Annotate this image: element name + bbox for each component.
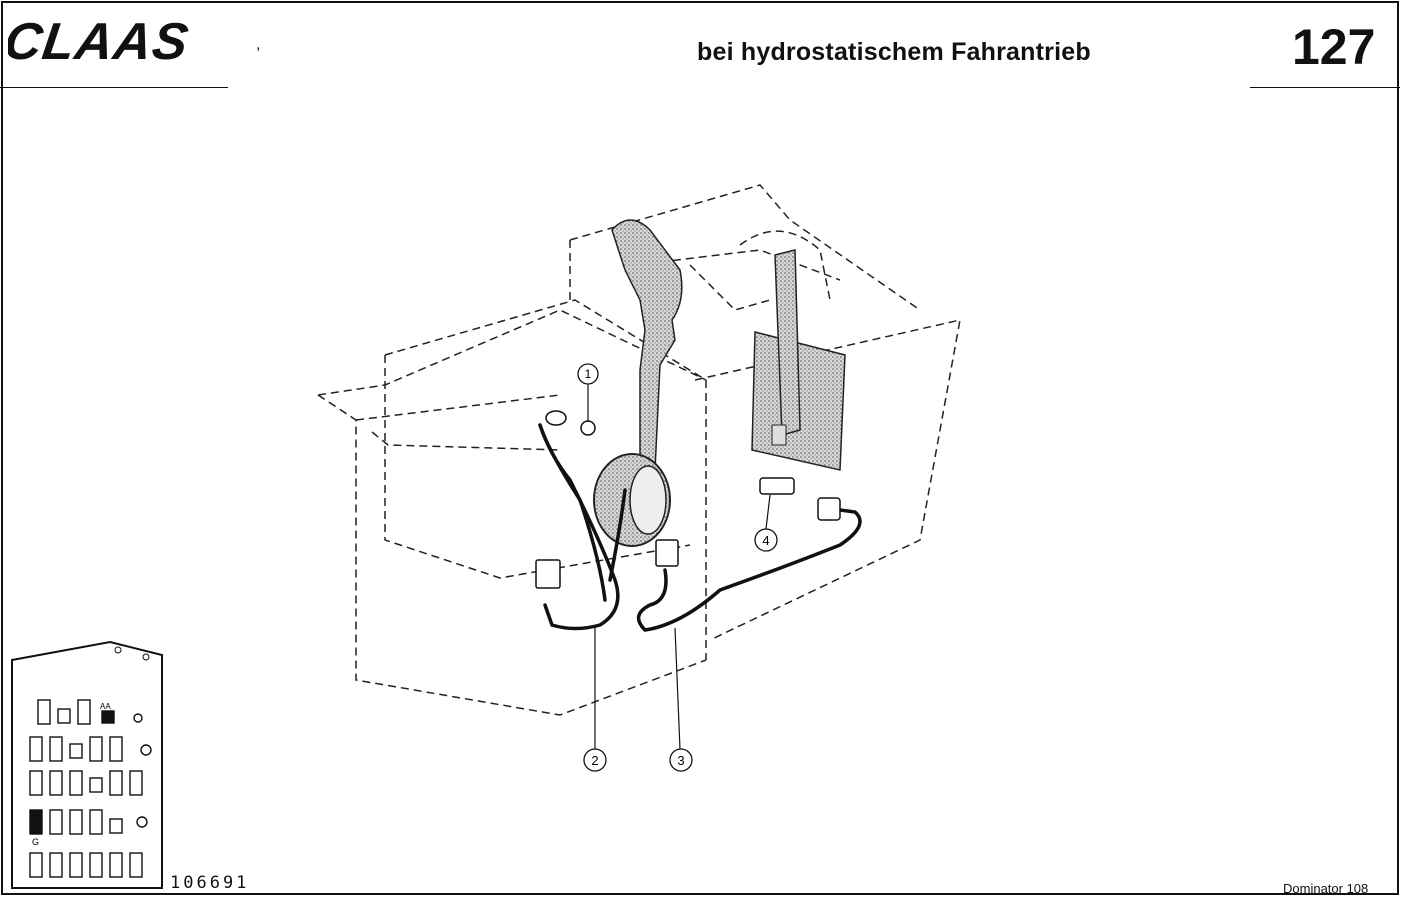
connectors bbox=[535, 410, 841, 589]
callout-4: 4 bbox=[754, 528, 778, 552]
svg-text:4: 4 bbox=[762, 533, 769, 548]
fuse-label-g: G bbox=[32, 837, 39, 847]
cable-harness bbox=[538, 423, 862, 632]
header-rule-left bbox=[0, 87, 228, 88]
leader-lines bbox=[587, 382, 771, 750]
header-rule-right bbox=[1250, 87, 1400, 88]
callout-2: 2 bbox=[583, 748, 607, 772]
bracket-plate bbox=[751, 249, 846, 471]
fuse-panel: AA G bbox=[11, 640, 163, 889]
console-outline bbox=[317, 184, 961, 716]
page-number: 127 bbox=[1292, 19, 1376, 75]
svg-text:3: 3 bbox=[677, 753, 684, 768]
callout-1: 1 bbox=[577, 363, 599, 385]
svg-text:1: 1 bbox=[585, 367, 592, 381]
svg-text:CLAAS: CLAAS bbox=[8, 16, 192, 66]
drive-lever bbox=[593, 219, 683, 547]
logo-tick: , bbox=[256, 36, 261, 53]
page-title: bei hydrostatischem Fahrantrieb bbox=[697, 38, 1091, 66]
brand-logo: CLAAS bbox=[8, 16, 192, 66]
model-name: Dominator 108 bbox=[1283, 881, 1369, 896]
drawing-number: 106691 bbox=[170, 873, 250, 893]
fuse-label-aa: AA bbox=[100, 702, 111, 711]
svg-text:2: 2 bbox=[591, 753, 598, 768]
callout-3: 3 bbox=[669, 748, 693, 772]
